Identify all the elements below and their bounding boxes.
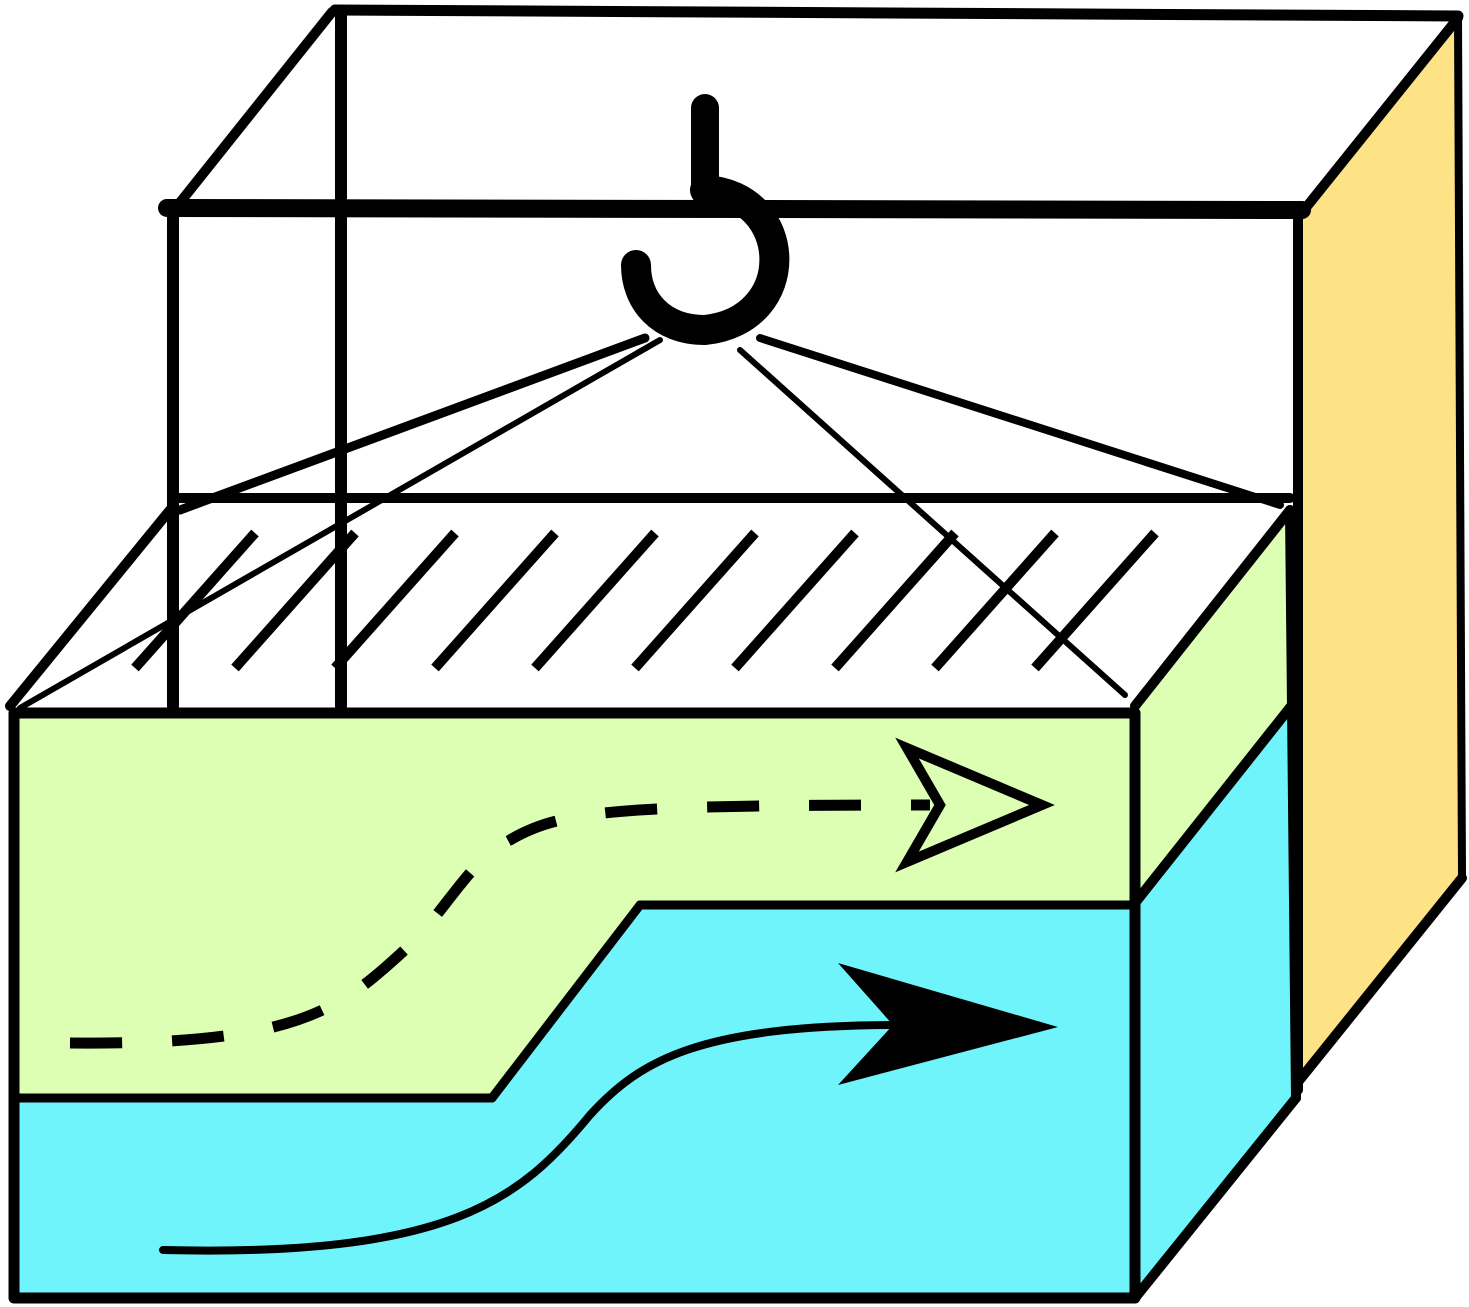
hatch-line — [731, 529, 859, 672]
cable-back-left — [175, 333, 650, 515]
frame-right-slant — [1295, 13, 1463, 220]
hatch-line — [331, 529, 459, 672]
hook-icon — [621, 94, 790, 345]
front-box-outline — [8, 707, 1141, 1304]
cable-front-right — [737, 347, 1128, 698]
solid-flow-line — [159, 1021, 904, 1255]
hatch-line — [231, 529, 359, 672]
hollow-arrow-icon — [69, 737, 1055, 1049]
dashed-flow-line — [69, 799, 931, 1049]
crossbar-top-back — [329, 4, 1464, 22]
layer-interface-slope — [487, 900, 645, 1103]
hatch-line — [131, 529, 259, 672]
hatch-line — [531, 529, 659, 672]
hatch-line — [431, 529, 559, 672]
top-right-slant — [1130, 505, 1295, 711]
filled-arrow-icon — [159, 963, 1058, 1255]
back-wall-face — [1298, 18, 1462, 1080]
frame-left-slant — [173, 7, 337, 210]
wall-bottom-slant — [1293, 873, 1467, 1087]
wall-right-edge — [1454, 14, 1466, 880]
hatch-line — [831, 529, 959, 672]
hatched-lid — [131, 529, 1159, 672]
hatch-line — [631, 529, 759, 672]
upper-layer-side — [1135, 510, 1292, 903]
hatch-line — [931, 529, 1059, 672]
cable-front-left — [17, 337, 663, 711]
top-left-slant — [5, 505, 175, 711]
suspension-cables — [17, 333, 1284, 711]
cable-back-right — [756, 334, 1284, 509]
filled-arrow-head — [838, 963, 1058, 1085]
side-middle-edge — [1130, 700, 1297, 908]
side-bottom-edge — [1130, 1093, 1301, 1303]
hatch-line — [1031, 529, 1159, 672]
lower-layer-front — [14, 905, 1135, 1298]
hollow-arrow-head — [895, 737, 1055, 873]
